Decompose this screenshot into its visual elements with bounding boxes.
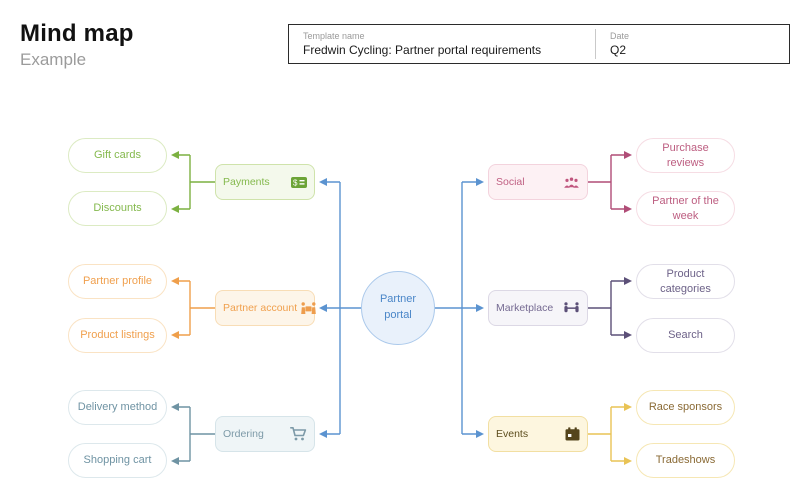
payments-connectors (171, 151, 215, 213)
branch-label: Events (496, 428, 529, 440)
events-connectors (588, 403, 632, 465)
leaf-node-partner-profile[interactable]: Partner profile (68, 264, 167, 299)
leaf-node-tradeshows[interactable]: Tradeshows (636, 443, 735, 478)
template-name-value: Fredwin Cycling: Partner portal requirem… (303, 43, 542, 57)
date-label: Date (610, 31, 630, 41)
people-group-icon (563, 177, 580, 188)
leaf-node-partner-of-the-week[interactable]: Partner of the week (636, 191, 735, 226)
shopping-cart-icon (290, 427, 307, 441)
people-carrying-icon (300, 302, 317, 314)
ordering-connectors (171, 403, 215, 465)
calendar-icon (565, 427, 580, 441)
leaf-node-shopping-cart[interactable]: Shopping cart (68, 443, 167, 478)
branch-node-events[interactable]: Events (488, 416, 588, 452)
handshake-people-icon (563, 302, 580, 314)
branch-node-ordering[interactable]: Ordering (215, 416, 315, 452)
template-name-section: Template name Fredwin Cycling: Partner p… (289, 25, 595, 63)
header-divider (595, 29, 596, 59)
leaf-node-gift-cards[interactable]: Gift cards (68, 138, 167, 173)
leaf-node-product-categories[interactable]: Product categories (636, 264, 735, 299)
leaf-node-product-listings[interactable]: Product listings (68, 318, 167, 353)
partner-account-connectors (171, 277, 215, 339)
center-node-partner-portal[interactable]: Partner portal (361, 271, 435, 345)
svg-text:$: $ (293, 178, 298, 187)
branch-node-social[interactable]: Social (488, 164, 588, 200)
template-name-label: Template name (303, 31, 365, 41)
branch-label: Partner account (223, 302, 298, 314)
leaf-node-search[interactable]: Search (636, 318, 735, 353)
branch-label: Ordering (223, 428, 264, 440)
template-info-box: Template name Fredwin Cycling: Partner p… (288, 24, 790, 64)
branch-node-partner-account[interactable]: Partner account (215, 290, 317, 326)
branch-label: Social (496, 176, 525, 188)
page-title: Mind map (20, 20, 134, 47)
leaf-node-delivery-method[interactable]: Delivery method (68, 390, 167, 425)
leaf-node-race-sponsors[interactable]: Race sponsors (636, 390, 735, 425)
branch-node-marketplace[interactable]: Marketplace (488, 290, 588, 326)
date-section: Date Q2 (596, 25, 643, 63)
page-subtitle: Example (20, 50, 87, 69)
leaf-node-purchase-reviews[interactable]: Purchase reviews (636, 138, 735, 173)
marketplace-connectors (588, 277, 632, 339)
branch-label: Payments (223, 176, 270, 188)
social-connectors (588, 151, 632, 213)
date-value: Q2 (610, 43, 627, 57)
banknote-icon: $ (291, 176, 307, 188)
branch-node-payments[interactable]: Payments $ (215, 164, 315, 200)
leaf-node-discounts[interactable]: Discounts (68, 191, 167, 226)
branch-label: Marketplace (496, 302, 554, 314)
